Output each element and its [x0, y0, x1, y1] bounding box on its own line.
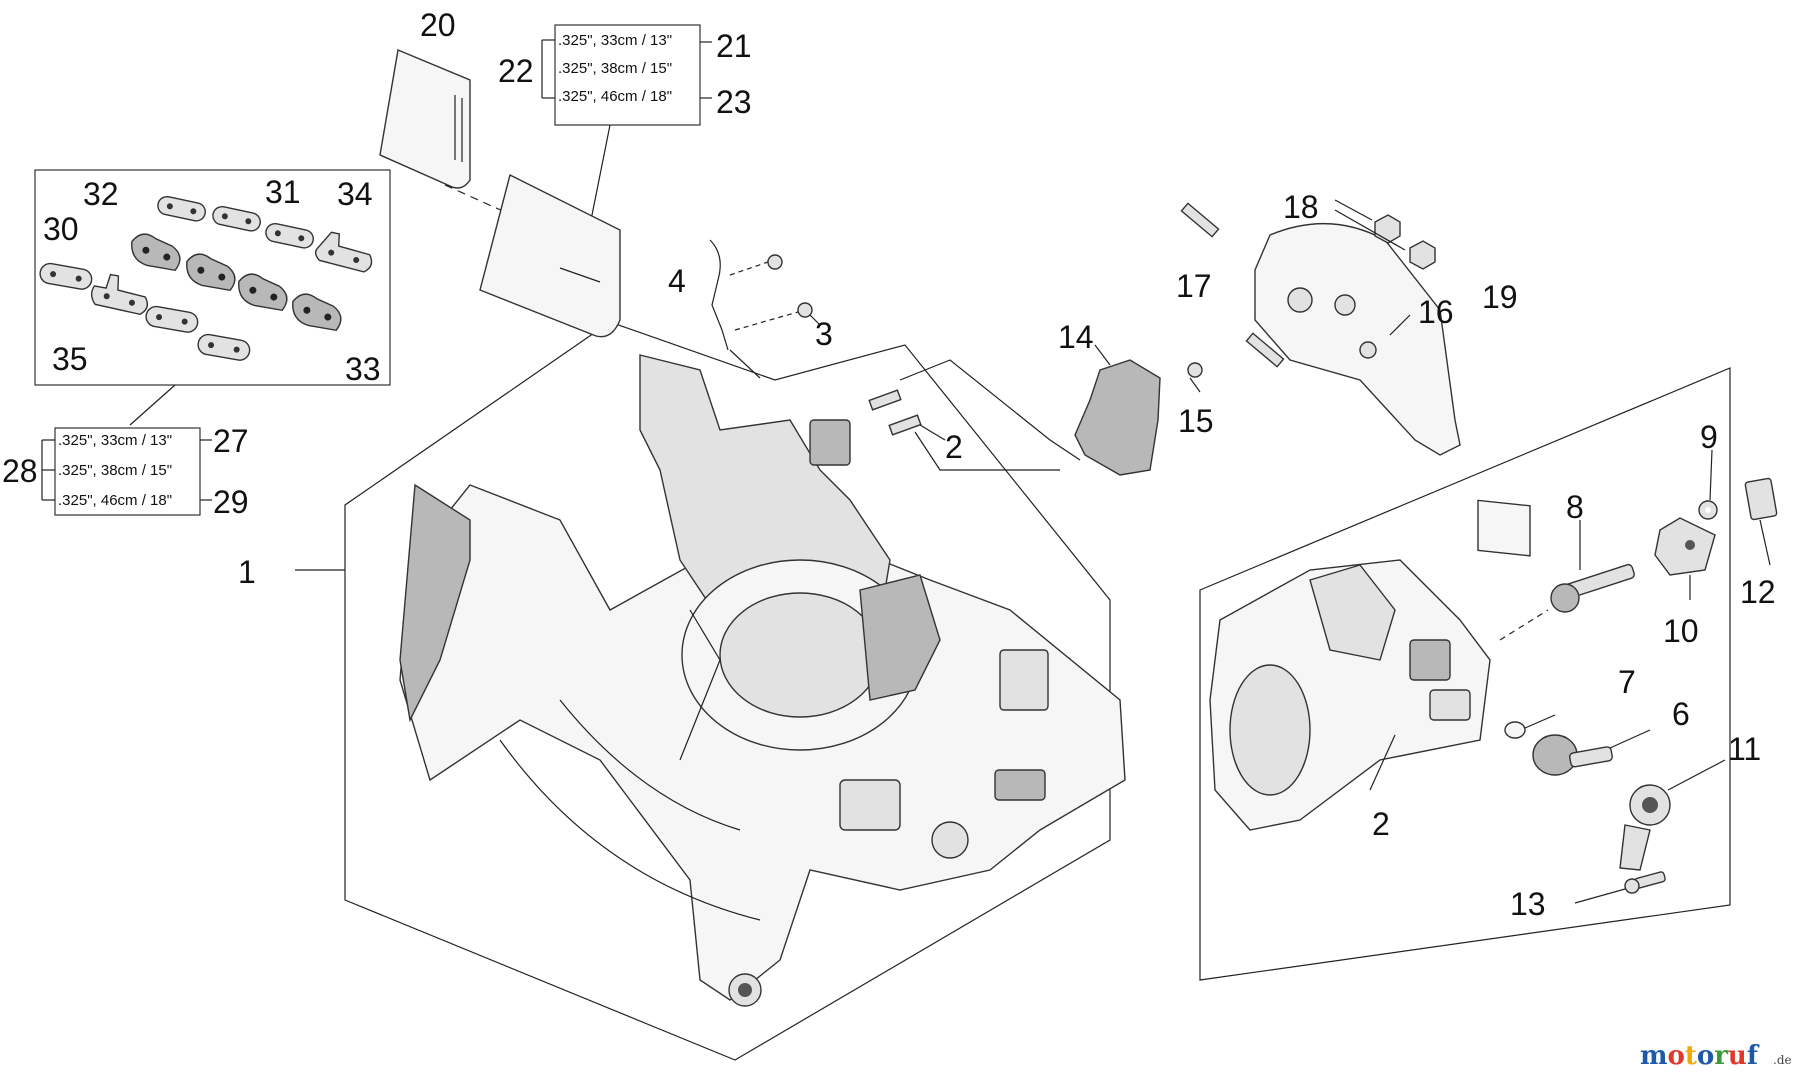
crankcase-part	[399, 354, 1126, 1007]
callout-31: 31	[265, 174, 301, 210]
callout-1: 1	[238, 554, 256, 590]
bar-option-2: .325", 38cm / 15"	[558, 60, 672, 77]
callout-6: 6	[1672, 696, 1690, 732]
watermark-suffix: .de	[1773, 1053, 1792, 1067]
crankcase-group-outline	[344, 321, 1111, 1061]
callout-8: 8	[1566, 489, 1584, 525]
screw-13	[1624, 871, 1666, 894]
nut-18a	[1374, 214, 1401, 244]
bar-option-3: .325", 46cm / 18"	[558, 88, 672, 105]
callout-19: 19	[1482, 279, 1518, 315]
callout-15: 15	[1178, 403, 1214, 439]
chain-links-illustration	[39, 195, 373, 361]
eccentric-11	[1619, 784, 1671, 871]
callout-23: 23	[716, 84, 752, 120]
callout-9: 9	[1700, 419, 1718, 455]
callout-29: 29	[213, 484, 249, 520]
callout-27: 27	[213, 423, 249, 459]
screw-3a	[767, 254, 783, 270]
bar-plate-part	[1074, 359, 1161, 476]
oil-pump-housing-part	[1209, 559, 1491, 831]
callout-14: 14	[1058, 319, 1094, 355]
callout-28: 28	[2, 453, 38, 489]
callout-4: 4	[668, 263, 686, 299]
callout-32: 32	[83, 176, 119, 212]
spring-clip-part	[709, 239, 761, 379]
callout-34: 34	[337, 176, 373, 212]
callout-21: 21	[716, 28, 752, 64]
pin-2b	[888, 414, 922, 436]
callout-33: 33	[345, 351, 381, 387]
bar-option-1: .325", 33cm / 13"	[558, 32, 672, 49]
washer-7	[1504, 721, 1526, 739]
callout-13: 13	[1510, 886, 1546, 922]
callout-18: 18	[1283, 189, 1319, 225]
screw-15	[1187, 362, 1203, 378]
bar-options-box	[554, 24, 701, 126]
label-plate-part	[1477, 499, 1531, 557]
watermark-logo: motoruf .de	[1640, 1041, 1792, 1071]
callout-3: 3	[815, 316, 833, 352]
bracket-10	[1654, 517, 1716, 576]
callout-2: 2	[1372, 806, 1390, 842]
plate-12	[1744, 477, 1778, 521]
callout-11: 11	[1728, 731, 1761, 767]
callout-17: 17	[1176, 268, 1212, 304]
chain-options-box	[54, 427, 201, 516]
pin-17a	[1180, 202, 1220, 238]
bar-cover-part	[379, 49, 471, 189]
callout-10: 10	[1663, 613, 1699, 649]
watermark-text: motoruf	[1640, 1041, 1760, 1071]
chain-option-1: .325", 33cm / 13"	[58, 432, 172, 449]
screw-3b	[797, 302, 813, 318]
guide-bar-part	[479, 173, 621, 338]
callout-2: 2	[945, 429, 963, 465]
pin-2a	[868, 389, 902, 411]
callout-20: 20	[420, 7, 456, 43]
nut-18b	[1409, 240, 1436, 270]
callout-22: 22	[498, 53, 534, 89]
worm-gear-part	[1550, 563, 1635, 613]
callout-7: 7	[1618, 664, 1636, 700]
callout-12: 12	[1740, 574, 1776, 610]
drive-gear-6	[1532, 734, 1613, 776]
chain-option-2: .325", 38cm / 15"	[58, 462, 172, 479]
callout-30: 30	[43, 211, 79, 247]
callout-16: 16	[1418, 294, 1454, 330]
pin-17b	[1245, 332, 1285, 368]
oil-pump-group-outline	[1199, 367, 1731, 981]
chain-option-3: .325", 46cm / 18"	[58, 492, 172, 509]
callout-35: 35	[52, 341, 88, 377]
